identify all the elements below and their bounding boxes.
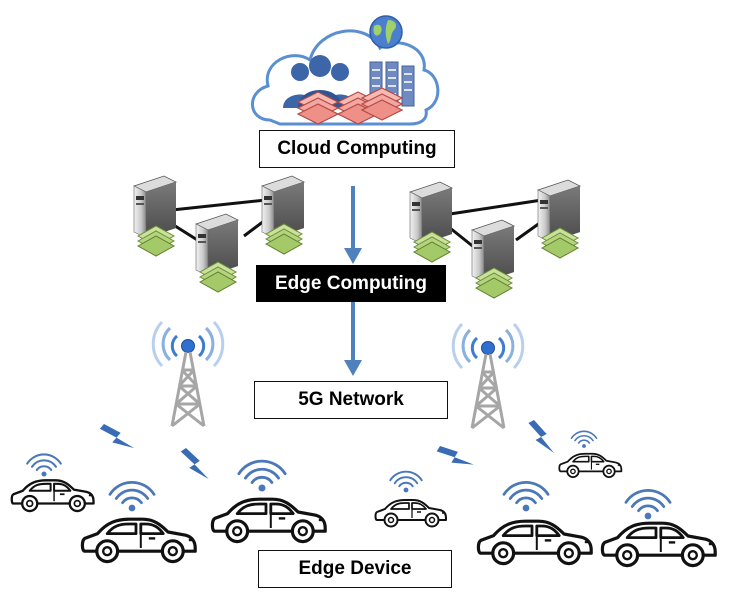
car-icon xyxy=(80,517,197,564)
car-icon xyxy=(558,452,623,478)
wifi-signal-icon xyxy=(570,430,598,449)
arrow-down-icon xyxy=(344,302,362,376)
car-icon xyxy=(476,519,593,566)
cell-tower-icon xyxy=(451,322,525,430)
arrow-down-icon xyxy=(344,186,362,264)
wifi-signal-icon xyxy=(502,480,550,513)
chip-stack-icon xyxy=(296,87,404,125)
wifi-signal-icon xyxy=(26,453,62,478)
cloud-computing-label: Cloud Computing xyxy=(259,130,455,168)
car-icon xyxy=(600,521,717,568)
cell-tower-icon xyxy=(151,320,225,428)
lightning-icon xyxy=(435,437,474,478)
car-icon xyxy=(10,479,95,513)
edge-device-label: Edge Device xyxy=(258,550,452,588)
wifi-signal-icon xyxy=(624,488,672,521)
wifi-signal-icon xyxy=(389,470,423,494)
edge-server-cluster-right xyxy=(409,179,581,299)
wifi-signal-icon xyxy=(237,459,287,493)
edge-computing-label: Edge Computing xyxy=(256,265,446,302)
5g-network-label: 5G Network xyxy=(254,381,448,419)
lightning-icon xyxy=(528,417,555,457)
car-icon xyxy=(374,499,447,528)
wifi-signal-icon xyxy=(108,480,156,513)
globe-icon xyxy=(369,15,403,49)
car-icon xyxy=(210,497,327,544)
lightning-icon xyxy=(180,444,209,485)
edge-server-cluster-left xyxy=(133,175,305,293)
lightning-icon xyxy=(98,417,135,459)
